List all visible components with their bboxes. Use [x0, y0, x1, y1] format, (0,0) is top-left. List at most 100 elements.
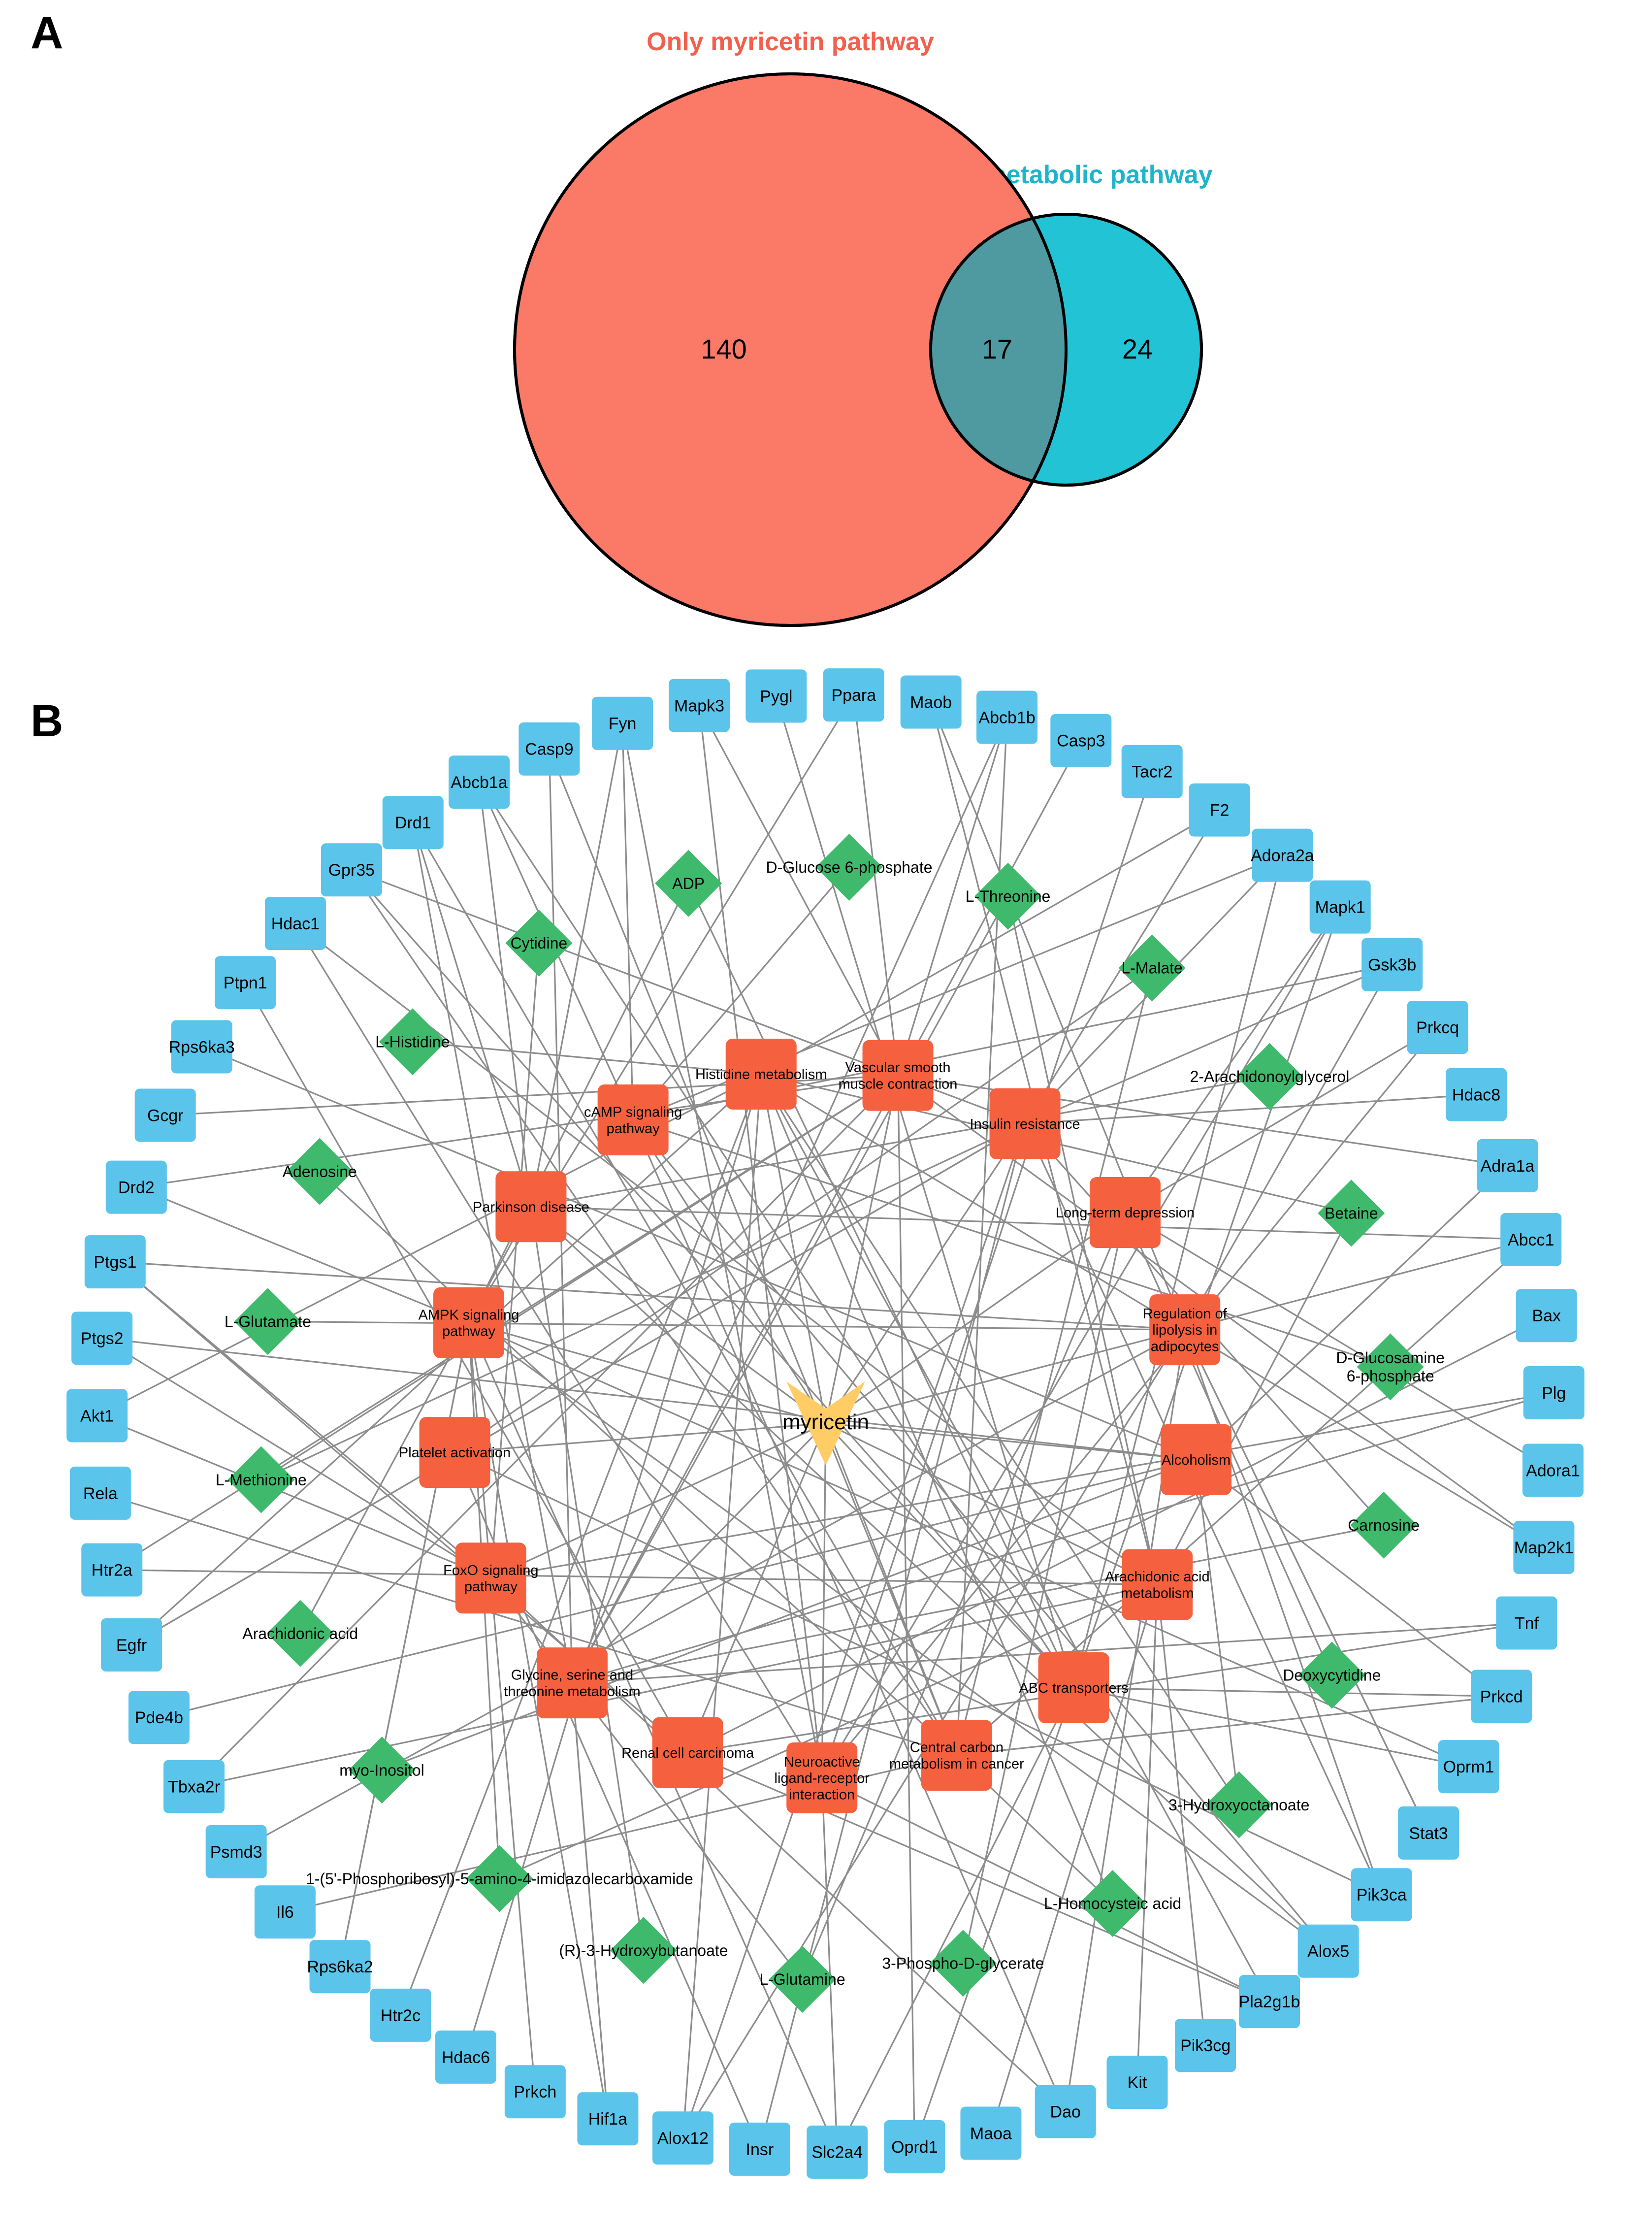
metabolite-node-3-hydroxyoctanoate[interactable]: 3-Hydroxyoctanoate [1168, 1771, 1309, 1838]
gene-node-tnf[interactable]: Tnf [1496, 1596, 1557, 1650]
compound-node-myricetin[interactable]: myricetin [782, 1381, 869, 1465]
gene-node-hif1a[interactable]: Hif1a [577, 2092, 639, 2146]
gene-node-pde4b[interactable]: Pde4b [128, 1691, 190, 1744]
gene-node-rps6ka2[interactable]: Rps6ka2 [307, 1940, 373, 1994]
gene-node-gsk3b[interactable]: Gsk3b [1361, 938, 1423, 991]
gene-node-maob[interactable]: Maob [900, 675, 962, 729]
metabolite-node-arachidonic-acid[interactable]: Arachidonic acid [242, 1600, 358, 1667]
gene-node-tbxa2r[interactable]: Tbxa2r [163, 1760, 225, 1813]
gene-node-ptgs2-label: Ptgs2 [81, 1329, 124, 1348]
gene-node-oprd1[interactable]: Oprd1 [884, 2120, 945, 2173]
gene-node-hdac6[interactable]: Hdac6 [435, 2030, 496, 2084]
metabolite-node-1-5-phosphoribosyl-5-amino-4-imidazolecarboxamide[interactable]: 1-(5'-Phosphoribosyl)-5-amino-4-imidazol… [306, 1845, 693, 1912]
gene-node-rps6ka3[interactable]: Rps6ka3 [169, 1020, 235, 1074]
pathway-node-insulin-resistance[interactable]: Insulin resistance [970, 1088, 1080, 1159]
gene-node-gcgr[interactable]: Gcgr [134, 1088, 196, 1142]
gene-node-insr[interactable]: Insr [729, 2122, 790, 2176]
metabolite-node-myo-inositol[interactable]: myo-Inositol [339, 1737, 424, 1804]
gene-node-pik3ca[interactable]: Pik3ca [1351, 1868, 1412, 1922]
gene-node-mapk3[interactable]: Mapk3 [669, 679, 730, 732]
metabolite-node-l-histidine[interactable]: L-Histidine [375, 1008, 450, 1076]
pathway-node-alcoholism[interactable]: Alcoholism [1161, 1424, 1232, 1495]
pathway-node-platelet-activation[interactable]: Platelet activation [399, 1417, 511, 1488]
gene-node-map2k1[interactable]: Map2k1 [1513, 1520, 1575, 1574]
gene-node-egfr[interactable]: Egfr [101, 1618, 162, 1672]
metabolite-node-l-glutamine[interactable]: L-Glutamine [759, 1946, 845, 2013]
gene-node-ptgs2[interactable]: Ptgs2 [71, 1312, 133, 1365]
gene-node-stat3[interactable]: Stat3 [1398, 1806, 1459, 1860]
gene-node-psmd3[interactable]: Psmd3 [205, 1825, 267, 1878]
gene-node-pla2g1b[interactable]: Pla2g1b [1239, 1975, 1300, 2029]
gene-node-casp9[interactable]: Casp9 [518, 722, 580, 776]
gene-node-drd2[interactable]: Drd2 [105, 1160, 167, 1214]
gene-node-mapk1[interactable]: Mapk1 [1309, 880, 1371, 934]
metabolite-node-cytidine[interactable]: Cytidine [505, 909, 573, 977]
pathway-node-parkinson-disease[interactable]: Parkinson disease [473, 1171, 589, 1243]
gene-node-dao[interactable]: Dao [1035, 2085, 1096, 2138]
metabolite-node-deoxycytidine[interactable]: Deoxycytidine [1283, 1641, 1381, 1709]
pathway-node-renal-cell-carcinoma[interactable]: Renal cell carcinoma [621, 1717, 754, 1788]
gene-node-ptgs1[interactable]: Ptgs1 [84, 1235, 146, 1289]
gene-node-htr2a[interactable]: Htr2a [81, 1543, 143, 1597]
gene-node-abcb1a[interactable]: Abcb1a [449, 755, 510, 809]
gene-node-ppara[interactable]: Ppara [823, 668, 884, 722]
metabolite-node-l-homocysteic-acid[interactable]: L-Homocysteic acid [1044, 1870, 1181, 1937]
metabolite-node-d-glucose-6-phosphate[interactable]: D-Glucose 6-phosphate [766, 833, 933, 901]
gene-node-kit[interactable]: Kit [1106, 2056, 1168, 2109]
gene-node-prkch[interactable]: Prkch [504, 2065, 566, 2119]
pathway-node-long-term-depression[interactable]: Long-term depression [1056, 1177, 1195, 1248]
gene-node-casp3[interactable]: Casp3 [1050, 714, 1112, 767]
gene-node-adra1a[interactable]: Adra1a [1477, 1139, 1538, 1192]
gene-node-bax[interactable]: Bax [1516, 1289, 1577, 1343]
gene-node-fyn[interactable]: Fyn [592, 696, 653, 750]
metabolite-node-2-arachidonoylglycerol[interactable]: 2-Arachidonoylglycerol [1190, 1043, 1350, 1110]
gene-node-adora2a[interactable]: Adora2a [1251, 828, 1314, 882]
gene-node-prkcd[interactable]: Prkcd [1471, 1670, 1532, 1723]
gene-node-ptpn1[interactable]: Ptpn1 [215, 956, 276, 1010]
gene-node-prkcq[interactable]: Prkcq [1407, 1001, 1468, 1054]
gene-node-abcc1[interactable]: Abcc1 [1500, 1213, 1562, 1266]
gene-node-maoa[interactable]: Maoa [960, 2106, 1022, 2160]
gene-node-alox5[interactable]: Alox5 [1297, 1924, 1359, 1978]
metabolite-node-l-methionine[interactable]: L-Methionine [216, 1446, 307, 1513]
gene-node-adora1[interactable]: Adora1 [1522, 1443, 1584, 1497]
metabolite-node-l-glutamate[interactable]: L-Glutamate [225, 1288, 311, 1355]
gene-node-hdac1[interactable]: Hdac1 [264, 896, 326, 950]
metabolite-node-l-malate[interactable]: L-Malate [1118, 934, 1186, 1002]
metabolite-node-l-threonine[interactable]: L-Threonine [966, 862, 1051, 930]
pathway-node-histidine-metabolism[interactable]: Histidine metabolism [695, 1038, 827, 1110]
gene-node-gpr35[interactable]: Gpr35 [321, 843, 382, 897]
gene-node-hdac8[interactable]: Hdac8 [1446, 1068, 1507, 1121]
gene-node-f2[interactable]: F2 [1189, 783, 1250, 837]
metabolite-node-carnosine[interactable]: Carnosine [1348, 1491, 1420, 1559]
gene-node-oprm1[interactable]: Oprm1 [1438, 1740, 1499, 1794]
gene-node-drd1[interactable]: Drd1 [382, 796, 444, 850]
gene-node-akt1[interactable]: Akt1 [66, 1389, 128, 1443]
gene-node-abcb1b[interactable]: Abcb1b [976, 690, 1038, 744]
gene-node-il6[interactable]: Il6 [254, 1885, 316, 1939]
pathway-node-abc-transporters[interactable]: ABC transporters [1019, 1652, 1129, 1724]
metabolite-node-r-3-hydroxybutanoate[interactable]: (R)-3-Hydroxybutanoate [559, 1917, 728, 1984]
gene-node-tacr2[interactable]: Tacr2 [1121, 745, 1183, 798]
gene-node-plg[interactable]: Plg [1523, 1366, 1585, 1420]
metabolite-node-3-phospho-d-glycerate[interactable]: 3-Phospho-D-glycerate [882, 1930, 1044, 1997]
gene-node-alox12[interactable]: Alox12 [652, 2111, 713, 2165]
gene-node-htr2c[interactable]: Htr2c [370, 1988, 431, 2042]
metabolite-node-adp[interactable]: ADP [655, 850, 722, 917]
gene-node-slc2a4[interactable]: Slc2a4 [807, 2125, 868, 2179]
gene-node-pik3cg[interactable]: Pik3cg [1175, 2019, 1236, 2072]
gene-node-pygl[interactable]: Pygl [745, 669, 807, 723]
metabolite-node-betaine[interactable]: Betaine [1318, 1180, 1385, 1247]
metabolite-node-adenosine[interactable]: Adenosine [283, 1138, 357, 1205]
gene-node-rela[interactable]: Rela [69, 1466, 131, 1520]
